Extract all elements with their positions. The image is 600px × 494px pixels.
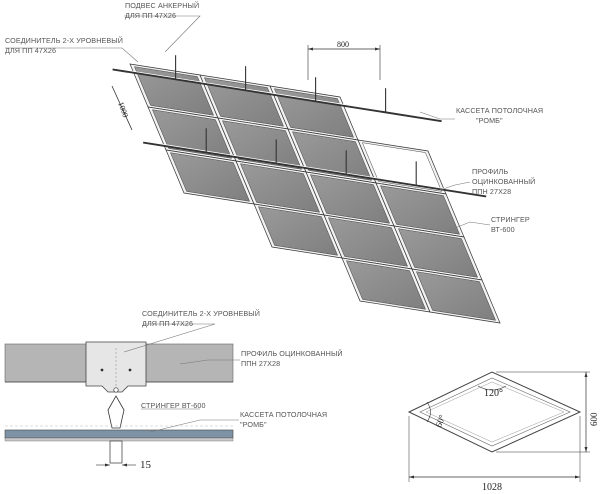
profile-top-label-line2: ОЦИНКОВАННЫЙ	[472, 177, 535, 186]
cassette-top-label: КАССЕТА ПОТОЛОЧНАЯ "РОМБ"	[456, 106, 543, 125]
hanger-label-line1: ПОДВЕС АНКЕРНЫЙ	[125, 1, 199, 10]
profile-bottom-label: ПРОФИЛЬ ОЦИНКОВАННЫЙ ППН 27X28	[241, 349, 343, 368]
stringer-top-label-line2: ВТ-600	[491, 225, 515, 234]
dimension-800: 800	[307, 40, 381, 80]
connector-top-label-line2: ДЛЯ ПП 47X26	[5, 46, 56, 55]
ceiling-cassette-panel	[133, 66, 215, 116]
ceiling-cassette-panel	[257, 206, 339, 256]
stringer-top-label-line1: СТРИНГЕР	[491, 215, 530, 224]
ceiling-cassette-panel	[379, 185, 461, 235]
bottom-leader-lines	[123, 323, 240, 433]
cassette-bottom-label-line1: КАССЕТА ПОТОЛОЧНАЯ	[240, 410, 327, 419]
stringer-bottom-label: СТРИНГЕР ВТ-600	[141, 401, 206, 410]
hanger-label: ПОДВЕС АНКЕРНЫЙ ДЛЯ ПП 47X26	[125, 1, 199, 20]
ceiling-cassette-panel	[415, 271, 497, 321]
cassette-section	[4, 429, 234, 439]
profile-top-label: ПРОФИЛЬ ОЦИНКОВАННЫЙ ППН 27X28	[472, 167, 535, 196]
profile-top-label-line1: ПРОФИЛЬ	[472, 167, 508, 176]
top-leader-lines	[5, 15, 491, 233]
profile-bottom-label-line2: ППН 27X28	[241, 359, 280, 368]
ceiling-cassette-panel	[327, 217, 409, 267]
connector-bottom-label-line1: СОЕДИНИТЕЛЬ 2-Х УРОВНЕВЫЙ	[142, 309, 260, 318]
section-view: 15	[4, 341, 234, 471]
connector-section	[85, 341, 147, 393]
height-600-label: 600	[589, 412, 599, 426]
hanger-label-line2: ДЛЯ ПП 47X26	[125, 11, 176, 20]
dimension-1000: 1000	[111, 85, 133, 131]
width-1028-label: 1028	[482, 482, 502, 493]
profile-bottom-label-line1: ПРОФИЛЬ ОЦИНКОВАННЫЙ	[241, 349, 343, 358]
dimension-800-label: 800	[337, 40, 349, 49]
dimension-1000-label: 1000	[116, 101, 130, 119]
ceiling-cassette-panel	[345, 260, 427, 310]
cassette-bottom-label: КАССЕТА ПОТОЛОЧНАЯ "РОМБ"	[240, 410, 327, 429]
connector-bottom-label-line2: ДЛЯ ПП 47X26	[142, 319, 193, 328]
ceiling-cassette-panel	[203, 77, 285, 127]
profile-rail	[112, 68, 442, 123]
connector-bottom-label: СОЕДИНИТЕЛЬ 2-Х УРОВНЕВЫЙ ДЛЯ ПП 47X26	[142, 309, 260, 328]
angle-60-label: 60°	[433, 413, 447, 429]
profile-rail	[143, 141, 487, 198]
rhombus-cassette-drawing: 120° 60° 1028 600	[407, 371, 599, 493]
ceiling-cassette-panel	[397, 228, 479, 278]
stringer-section	[107, 395, 125, 429]
connector-top-label: СОЕДИНИТЕЛЬ 2-Х УРОВНЕВЫЙ ДЛЯ ПП 47X26	[5, 36, 123, 55]
ceiling-cassette-panel	[169, 152, 251, 202]
cassette-top-label-line1: КАССЕТА ПОТОЛОЧНАЯ	[456, 106, 543, 115]
isometric-ceiling-view	[112, 55, 501, 324]
ceiling-cassette-panel	[273, 88, 355, 138]
angle-120-label: 120°	[484, 388, 503, 399]
ceiling-cassette-panel	[309, 174, 391, 224]
cassette-bottom-label-line2: "РОМБ"	[240, 420, 267, 429]
stringer-bottom-label-line1: СТРИНГЕР ВТ-600	[141, 401, 206, 410]
connector-top-label-line1: СОЕДИНИТЕЛЬ 2-Х УРОВНЕВЫЙ	[5, 36, 123, 45]
profile-top-label-line3: ППН 27X28	[472, 187, 511, 196]
gap-15-label: 15	[140, 459, 152, 471]
stringer-top-label: СТРИНГЕР ВТ-600	[491, 215, 530, 234]
ceiling-cassette-panel	[239, 163, 321, 213]
cassette-top-label-line2: "РОМБ"	[476, 116, 503, 125]
